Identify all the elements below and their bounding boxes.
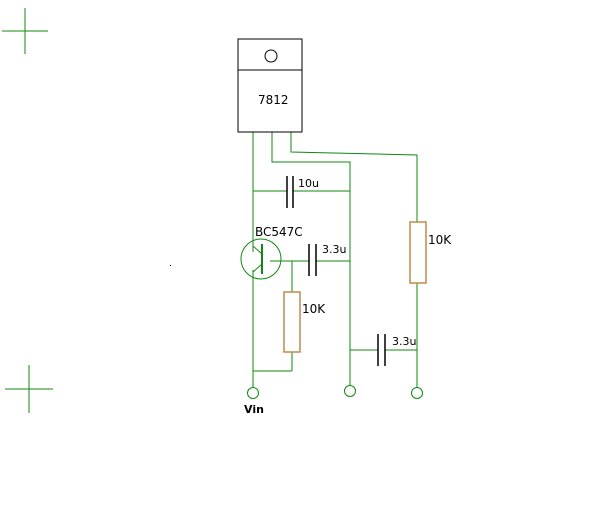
transistor-bc547c: [240, 238, 282, 280]
stray-dot: [170, 265, 171, 266]
regulator-7812: 7812: [237, 38, 303, 133]
capacitor-10u: [286, 176, 294, 208]
transistor-label: BC547C: [255, 225, 303, 239]
capacitor-10u-label: 10u: [298, 177, 319, 190]
capacitor-3-3u-right: [377, 334, 386, 366]
resistor-10k-lower-label: 10K: [302, 302, 326, 316]
crosshair-marker-top: [2, 8, 48, 54]
regulator-label: 7812: [258, 93, 289, 107]
vin-label: Vin: [244, 403, 264, 416]
capacitor-3-3u-base: [308, 244, 317, 276]
terminal-output[interactable]: [411, 387, 423, 399]
terminal-vin[interactable]: [247, 387, 259, 399]
resistor-10k-right-label: 10K: [428, 233, 452, 247]
mounting-hole-icon: [264, 49, 278, 63]
crosshair-marker-bottom: [5, 365, 53, 413]
capacitor-3-3u-right-label: 3.3u: [392, 335, 416, 348]
capacitor-3-3u-base-label: 3.3u: [322, 243, 346, 256]
wires: [252, 132, 418, 388]
terminal-ground[interactable]: [344, 385, 356, 397]
resistor-10k-right: [409, 221, 427, 284]
resistor-10k-lower: [283, 291, 301, 353]
